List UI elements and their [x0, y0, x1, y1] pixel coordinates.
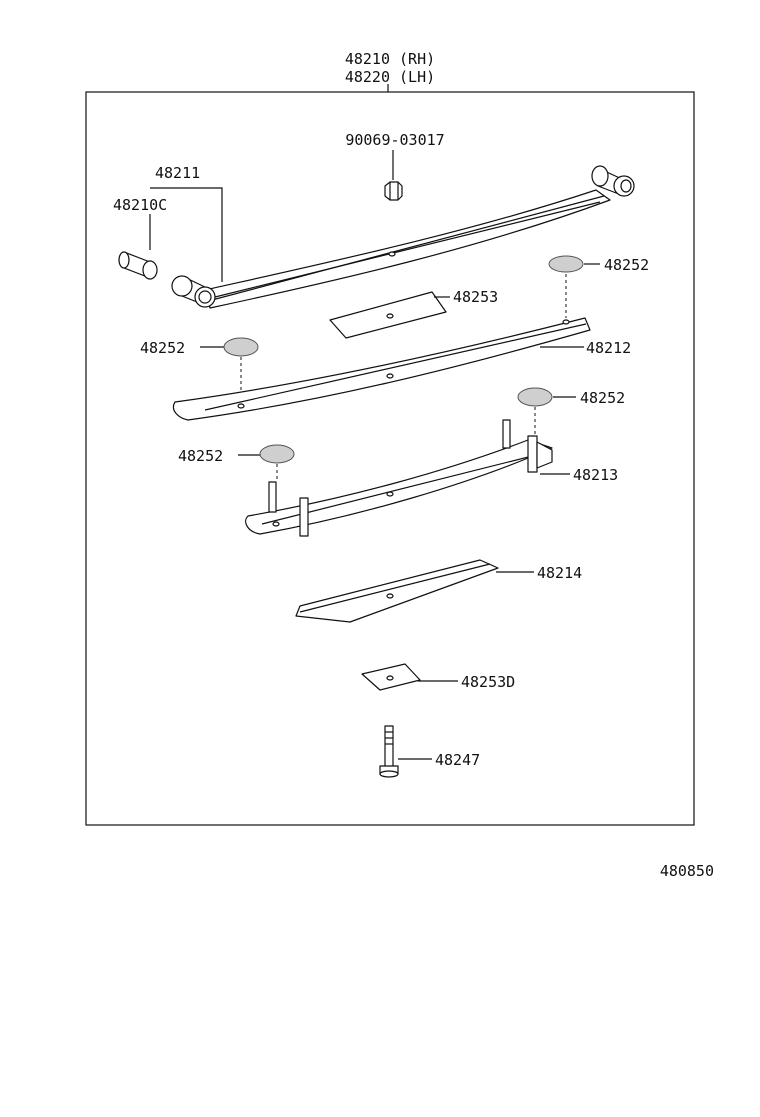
leaf-3-part [245, 419, 553, 537]
leaf-2-part [172, 317, 591, 421]
label-bushing: 48210C [113, 196, 167, 214]
center-bolt-part [379, 725, 399, 778]
label-bolt-nut: 90069-03017 [345, 131, 444, 149]
label-silencer-top: 48252 [604, 256, 649, 274]
label-silencer-left: 48252 [140, 339, 185, 357]
label-pad: 48253 [453, 288, 498, 306]
assembly-lh-label: 48220 (LH) [345, 68, 435, 86]
label-silencer-lower: 48252 [178, 447, 223, 465]
silencer-lower-part [259, 444, 295, 464]
figure-number: 480850 [660, 862, 714, 880]
label-leaf-2: 48212 [586, 339, 631, 357]
label-main-leaf: 48211 [155, 164, 200, 182]
label-center-bolt: 48247 [435, 751, 480, 769]
silencer-top-part [548, 255, 584, 273]
label-leaf-3: 48213 [573, 466, 618, 484]
label-silencer-right: 48252 [580, 389, 625, 407]
silencer-left-part [223, 337, 259, 357]
leader-main-leaf [150, 187, 223, 282]
label-spacer: 48253D [461, 673, 515, 691]
silencer-right-part [517, 387, 553, 407]
bushing-part [118, 251, 158, 280]
assembly-rh-label: 48210 (RH) [345, 50, 435, 68]
label-leaf-4: 48214 [537, 564, 582, 582]
main-leaf-part [171, 165, 635, 309]
nut-part [384, 181, 403, 201]
leaf-4-part [295, 559, 499, 623]
assembly-frame [85, 91, 695, 826]
